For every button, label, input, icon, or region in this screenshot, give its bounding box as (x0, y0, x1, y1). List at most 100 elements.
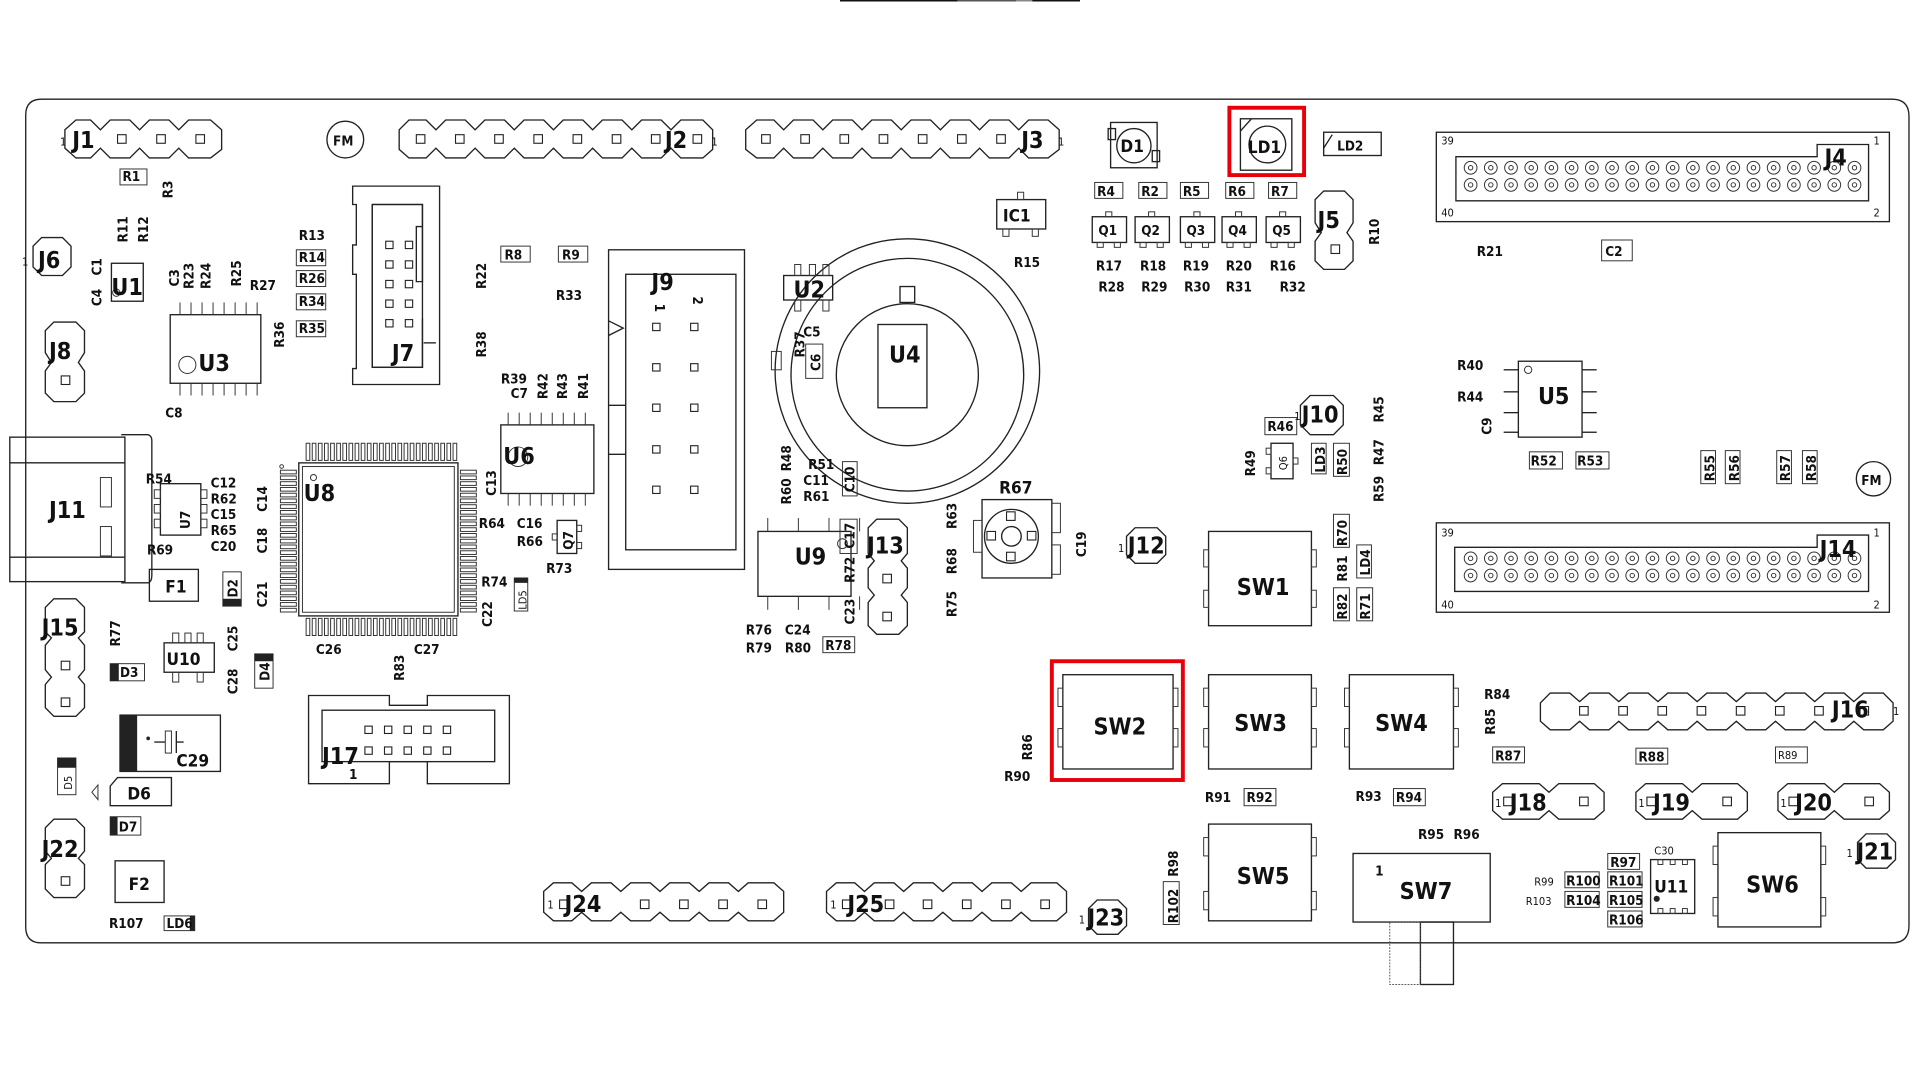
label-r87: R87 (1495, 749, 1521, 764)
switch-sw4[interactable]: SW4 (1344, 674, 1459, 770)
led-ld3[interactable]: LD3 (1310, 442, 1329, 475)
led-ld4[interactable]: LD4 (1356, 544, 1374, 579)
svg-text:Q3: Q3 (1187, 224, 1206, 239)
svg-text:R106: R106 (1609, 913, 1644, 928)
connector-j4[interactable]: 39 40 1 2 J4 (1435, 131, 1891, 223)
connector-j23[interactable]: 1 J23 (1079, 899, 1128, 935)
ic-u9[interactable]: U9 (757, 517, 861, 610)
led-ld5[interactable]: LD5 (513, 577, 530, 612)
label-r64: R64 (479, 517, 505, 532)
header-pin (1766, 568, 1781, 583)
svg-text:U4: U4 (889, 341, 921, 368)
ic-u8[interactable]: U8 (279, 442, 477, 636)
svg-text:U9: U9 (795, 543, 827, 570)
label-r3: R3 (162, 181, 177, 199)
led-ld1[interactable]: LD1 (1239, 118, 1293, 171)
label-c18: C18 (256, 528, 271, 554)
svg-text:R43: R43 (556, 373, 571, 399)
connector-j18[interactable]: 1 J18 (1491, 783, 1605, 820)
switch-sw3[interactable]: SW3 (1203, 674, 1317, 770)
label-c5: C5 (803, 326, 820, 341)
header-pin (1504, 178, 1518, 192)
svg-text:U3: U3 (198, 350, 230, 377)
switch-sw5[interactable]: SW5 (1203, 823, 1317, 922)
connector-j7[interactable]: J7 (351, 185, 441, 386)
ic-u10[interactable]: U10 (163, 632, 215, 683)
svg-text:U1: U1 (111, 274, 143, 301)
connector-j17[interactable]: J17 1 (307, 694, 511, 785)
fuse-f2[interactable]: F2 (114, 860, 165, 904)
diode-d2[interactable]: D2 (222, 571, 242, 607)
header-pin (1706, 178, 1720, 192)
connector-j13[interactable]: J13 (865, 518, 909, 635)
led-ld2[interactable]: LD2 (1323, 131, 1382, 157)
ic-ic1[interactable]: IC1 (996, 191, 1047, 237)
connector-j21[interactable]: 1 J21 (1847, 833, 1897, 869)
switch-sw7[interactable]: 1 SW7 (1352, 852, 1491, 986)
connector-j19[interactable]: 1 J19 (1635, 783, 1749, 820)
connector-j11-usb[interactable]: J11 (9, 434, 153, 584)
connector-j9[interactable]: J9 1 2 (607, 249, 746, 571)
switch-sw2[interactable]: SW2 (1057, 674, 1179, 770)
connector-j22[interactable]: J22 (40, 818, 86, 899)
switch-sw1[interactable]: SW1 (1203, 530, 1317, 627)
transistor-q7[interactable]: Q7 (551, 519, 583, 555)
diode-d7[interactable]: D7 (109, 816, 142, 836)
ic-u1[interactable]: U1 (110, 262, 144, 302)
connector-j15[interactable]: J15 (40, 598, 86, 717)
connector-j25[interactable]: 1 J25 (825, 882, 1068, 922)
svg-text:R31: R31 (1226, 280, 1252, 295)
connector-j10[interactable]: 1 J10 (1294, 394, 1344, 436)
ic-u5[interactable]: U5 (1503, 360, 1597, 438)
diode-d6[interactable]: D6 (91, 776, 173, 807)
header-pin (1807, 178, 1821, 192)
connector-j16[interactable]: J16 1 (1539, 692, 1899, 731)
diode-d3[interactable]: D3 (109, 663, 145, 682)
pin-pad (385, 279, 394, 289)
transistor-q6[interactable]: Q6 (1265, 442, 1299, 480)
diode-d5[interactable]: D5 (57, 757, 77, 796)
label-r36: R36 (273, 322, 288, 348)
connector-j3[interactable]: J3 1 (745, 119, 1065, 159)
connector-j8[interactable]: J8 (44, 321, 86, 403)
label-sw2: SW2 (1093, 714, 1146, 741)
ic-u3[interactable]: U3 (169, 302, 262, 396)
diode-d1[interactable]: D1 (1107, 121, 1161, 169)
capacitor-c29[interactable]: C29 (119, 714, 222, 773)
svg-text:C15: C15 (211, 508, 237, 523)
led-ld6[interactable]: LD6 (163, 915, 196, 932)
connector-j5[interactable]: J5 (1314, 190, 1354, 271)
header-pin (1463, 160, 1478, 175)
svg-text:2: 2 (689, 296, 704, 304)
label-r37: R37 (793, 331, 808, 357)
connector-j2[interactable]: J2 1 (398, 119, 718, 159)
ic-u2[interactable]: U2 (783, 264, 834, 312)
label-r85: R85 (1484, 709, 1499, 735)
svg-text:J7: J7 (390, 340, 414, 367)
connector-j20[interactable]: 1 J20 (1777, 783, 1891, 820)
fuse-f1[interactable]: F1 (148, 568, 200, 602)
svg-text:1: 1 (1058, 136, 1064, 149)
header-pin (1706, 551, 1720, 566)
potentiometer-r67[interactable]: R67 (972, 478, 1061, 579)
fiducial-fm-right: FM (1855, 460, 1892, 497)
header-pin (1564, 160, 1579, 175)
connector-j12[interactable]: 1 J12 (1118, 527, 1167, 564)
connector-j1[interactable]: 1 J1 (60, 119, 223, 159)
diode-d4[interactable]: D4 (254, 653, 274, 689)
ic-u11[interactable]: U11 (1649, 858, 1696, 915)
label-r38: R38 (475, 331, 490, 357)
ic-u6[interactable]: U6 (500, 412, 595, 506)
connector-j6[interactable]: 1 J6 (22, 236, 72, 277)
header-pin (1584, 178, 1599, 192)
svg-text:1: 1 (830, 899, 836, 912)
header-pin (1504, 551, 1518, 566)
connector-j24[interactable]: 1 J24 (543, 882, 785, 922)
label-c13: C13 (485, 470, 500, 496)
ic-u7[interactable]: U7 (153, 483, 208, 536)
battery-holder-u4[interactable]: U4 (770, 238, 1041, 504)
label-c25: C25 (227, 626, 242, 652)
connector-j14[interactable]: 39 40 1 2 J14 (1435, 522, 1891, 613)
pin-pad (690, 445, 699, 454)
switch-sw6[interactable]: SW6 (1712, 831, 1827, 928)
